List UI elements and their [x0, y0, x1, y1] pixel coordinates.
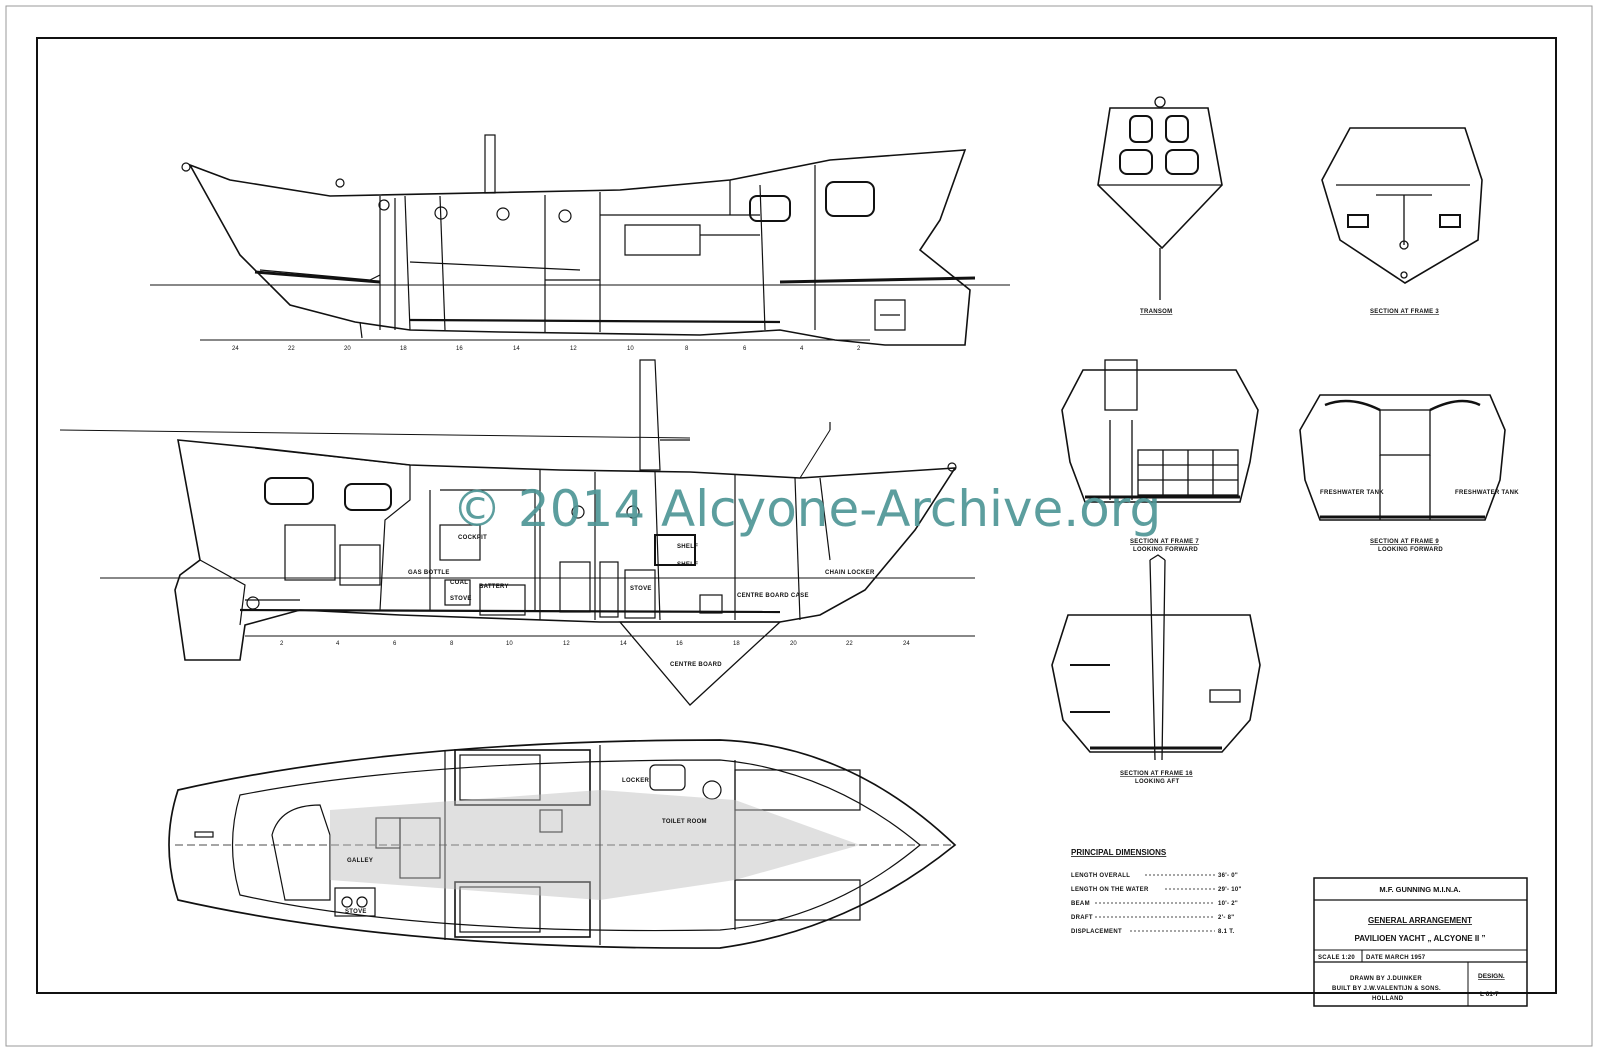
frame-number: 20	[344, 346, 351, 352]
stove-label: STOVE	[630, 586, 652, 592]
dimension-label: LENGTH ON THE WATER	[1071, 887, 1149, 893]
frame-number: 12	[563, 641, 570, 647]
stove-label: STOVE	[450, 596, 472, 602]
frame-number: 8	[450, 641, 454, 647]
freshwater-tank-label: FRESHWATER TANK	[1320, 490, 1384, 496]
dimension-value: 2'- 8"	[1218, 915, 1234, 921]
watermark-text: © 2014 Alcyone-Archive.org	[452, 480, 1162, 538]
country-label: HOLLAND	[1372, 996, 1404, 1002]
accommodation-plan	[168, 739, 957, 949]
frame-number: 6	[743, 346, 747, 352]
built-by: BUILT BY J.W.VALENTIJN & SONS.	[1332, 986, 1441, 992]
battery-label: BATTERY	[479, 584, 509, 590]
profile-labels: COCKPIT CHAIN LOCKER CENTRE BOARD GAS BO…	[408, 535, 875, 668]
gas-bottle-label: GAS BOTTLE	[408, 570, 450, 576]
plan-stipple	[330, 790, 860, 900]
frame-number: 2	[857, 346, 861, 352]
drawn-by: DRAWN BY J.DUINKER	[1350, 976, 1422, 982]
plan-labels: GALLEY STOVE LOCKER TOILET ROOM	[345, 778, 707, 915]
frame-number: 10	[506, 641, 513, 647]
section-frame-9	[1299, 394, 1506, 521]
frame-number: 22	[288, 346, 295, 352]
frame-number: 14	[620, 641, 627, 647]
scale-label: SCALE 1:20	[1318, 955, 1355, 961]
date-label: DATE MARCH 1957	[1366, 955, 1426, 961]
outboard-profile	[150, 134, 1010, 346]
title-block	[1313, 877, 1528, 1007]
frame-numbers-mid: 2 4 6 8 10 12 14 16 18 20 22 24	[245, 635, 975, 647]
centre-board-label: CENTRE BOARD	[670, 662, 722, 668]
section-frame-3	[1321, 127, 1483, 284]
inboard-profile	[59, 359, 975, 706]
frame-number: 24	[903, 641, 910, 647]
design-number: L 61-7	[1480, 991, 1499, 998]
frame-number: 18	[400, 346, 407, 352]
dimension-label: DISPLACEMENT	[1071, 929, 1122, 935]
frame-number: 14	[513, 346, 520, 352]
frame-16-sublabel: LOOKING AFT	[1135, 779, 1179, 785]
shelf-label: SHELF	[677, 544, 698, 550]
frame-number: 2	[280, 641, 284, 647]
frame-9-sublabel: LOOKING FORWARD	[1378, 547, 1443, 553]
frame-9-label: SECTION AT FRAME 9	[1370, 539, 1439, 545]
dimension-value: 10'- 2"	[1218, 901, 1238, 907]
dimension-label: BEAM	[1071, 901, 1090, 907]
chain-locker-label: CHAIN LOCKER	[825, 570, 875, 576]
frame-number: 22	[846, 641, 853, 647]
frame-number: 18	[733, 641, 740, 647]
section-frame-7	[1061, 359, 1259, 503]
vessel-name: PAVILIOEN YACHT „ ALCYONE II ”	[1355, 934, 1486, 943]
principal-dimensions-title: PRINCIPAL DIMENSIONS	[1071, 848, 1167, 857]
frame-number: 16	[676, 641, 683, 647]
coal-label: COAL	[450, 580, 468, 586]
frame-7-label: SECTION AT FRAME 7	[1130, 539, 1199, 545]
locker-label: LOCKER	[622, 778, 649, 784]
frame-3-label: SECTION AT FRAME 3	[1370, 309, 1439, 315]
freshwater-tank-label: FRESHWATER TANK	[1455, 490, 1519, 496]
frame-7-sublabel: LOOKING FORWARD	[1133, 547, 1198, 553]
frame-16-label: SECTION AT FRAME 16	[1120, 771, 1193, 777]
frame-number: 24	[232, 346, 239, 352]
dimension-label: DRAFT	[1071, 915, 1093, 921]
principal-dimensions: PRINCIPAL DIMENSIONS LENGTH OVERALL 36'-…	[1071, 848, 1242, 935]
drawing-title: GENERAL ARRANGEMENT	[1368, 916, 1472, 925]
drawing-border	[36, 37, 1557, 994]
dimension-value: 8.1 T.	[1218, 929, 1235, 935]
designer-name: M.F. GUNNING M.I.N.A.	[1379, 885, 1460, 894]
frame-number: 6	[393, 641, 397, 647]
frame-number: 4	[800, 346, 804, 352]
frame-number: 10	[627, 346, 634, 352]
dimension-value: 36'- 0"	[1218, 873, 1238, 879]
toilet-room-label: TOILET ROOM	[662, 819, 707, 825]
galley-label: GALLEY	[347, 858, 373, 864]
dimension-value: 29'- 10"	[1218, 887, 1242, 893]
frame-number: 20	[790, 641, 797, 647]
frame-number: 16	[456, 346, 463, 352]
shelf-label: SHELF	[677, 562, 698, 568]
frame-number: 8	[685, 346, 689, 352]
frame-number: 12	[570, 346, 577, 352]
dimension-label: LENGTH OVERALL	[1071, 873, 1130, 879]
transom-label: TRANSOM	[1140, 309, 1172, 315]
frame-numbers-top: 24 22 20 18 16 14 12 10 8 6 4 2	[200, 339, 870, 352]
outer-paper-edge	[5, 5, 1593, 1047]
section-frame-16	[1051, 554, 1261, 761]
design-label: DESIGN.	[1478, 973, 1505, 980]
stove-label: STOVE	[345, 909, 367, 915]
centre-board-case-label: CENTRE BOARD CASE	[737, 593, 809, 599]
frame-number: 4	[336, 641, 340, 647]
section-transom	[1097, 96, 1223, 300]
cockpit-label: COCKPIT	[458, 535, 487, 541]
